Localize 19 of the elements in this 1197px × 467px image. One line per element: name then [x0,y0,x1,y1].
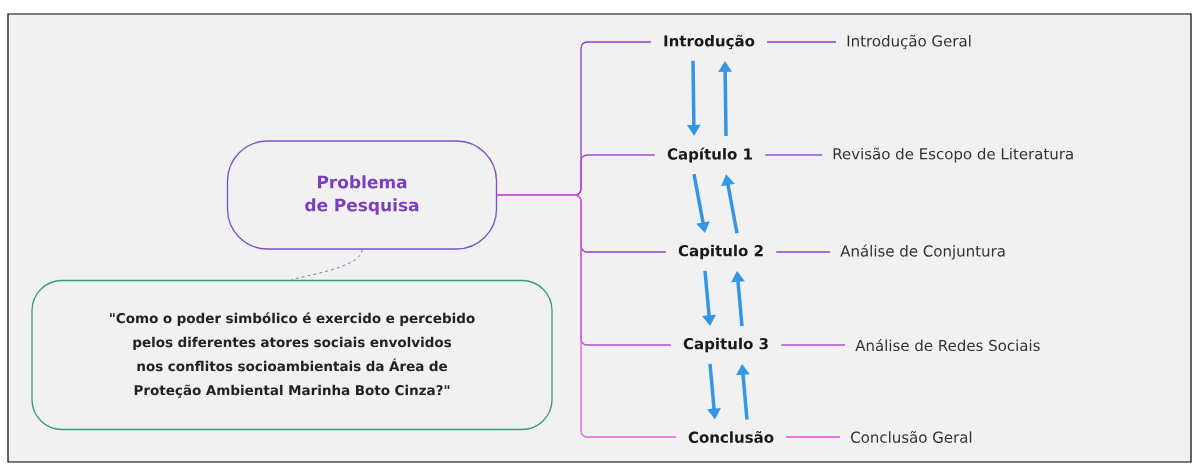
chapter-label: Capitulo 2 [678,244,763,260]
description-label: Introdução Geral [847,34,971,50]
connector-line [766,41,837,43]
chapter-label: Capítulo 1 [667,147,752,163]
description-label: Análise de Redes Sociais [855,338,1040,352]
question-box: "Como o poder simbólico é exercido e percebido pelos diferentes atores sociais envolvidos nos conflitos socioambientais da Área de Proteção Ambiental Marinha Boto Cinza?" [31,279,553,431]
connector-line [764,154,823,156]
branch-line [496,194,677,438]
connector-line [775,251,831,253]
description-label: Conclusão Geral [851,431,972,443]
description-label: Análise de Conjuntura [840,244,1005,260]
connector-line [785,436,841,438]
connector-line [780,344,846,346]
chapter-label: Introdução [664,34,755,50]
dashed-connector [291,249,363,281]
description-label: Revisão de Escopo de Literatura [833,147,1073,163]
chapter-label: Conclusão [688,431,774,443]
chapter-label: Capitulo 3 [683,337,768,353]
rounded-box: Problema de Pesquisa [226,140,498,250]
